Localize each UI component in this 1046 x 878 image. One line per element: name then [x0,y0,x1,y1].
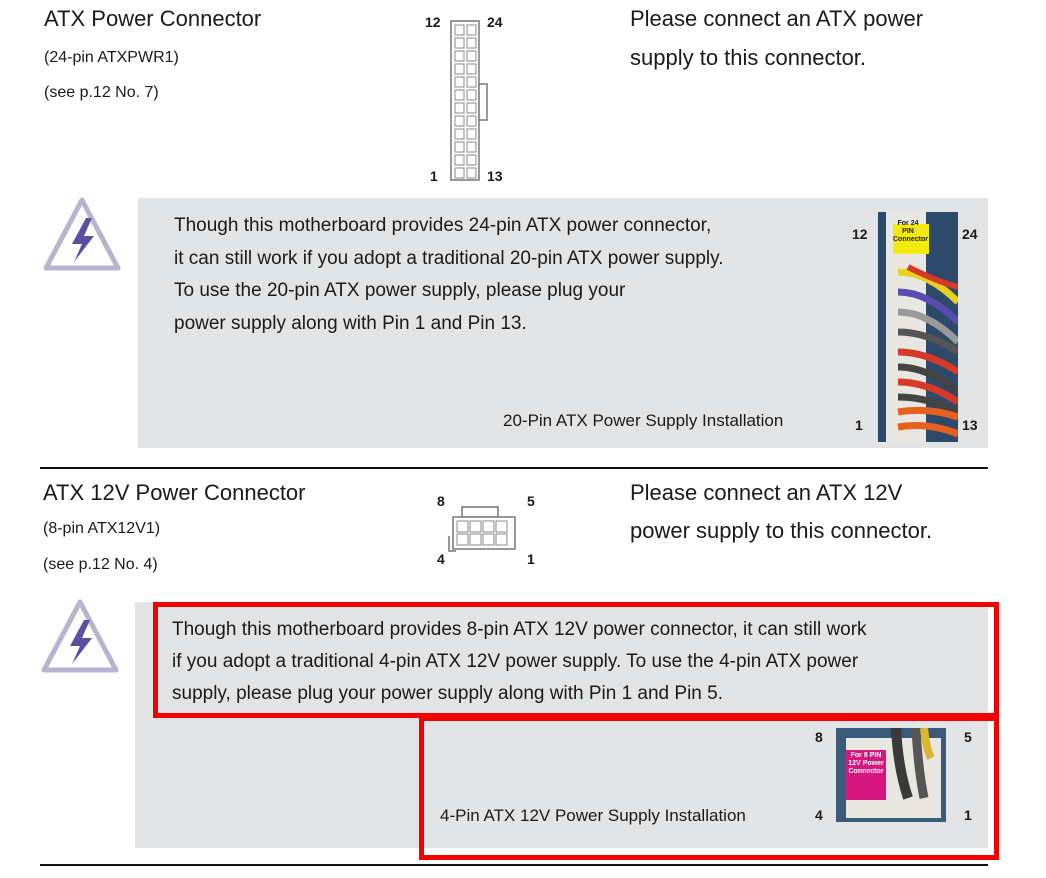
pin-label: 24 [487,14,503,30]
pin-label: 12 [852,226,868,242]
pin [466,167,477,179]
pin-label: 5 [964,729,972,745]
pin [454,115,465,127]
pin [466,50,477,62]
section-subtitle: (24-pin ATXPWR1) [44,49,179,66]
pin [454,102,465,114]
highlight-box [419,716,999,860]
pin [454,37,465,49]
pin-label: 1 [430,168,438,184]
section-reference: (see p.12 No. 7) [44,84,159,101]
section-reference: (see p.12 No. 4) [43,556,158,573]
pin [454,89,465,101]
photo-sticker-text: For 24 PIN Connector [893,220,928,243]
note-box [138,198,988,448]
connector-8pin-shape [448,506,516,552]
section-description: supply to this connector. [630,45,867,70]
warning-icon [40,598,120,679]
section-title: ATX 12V Power Connector [43,480,306,505]
note-text: Though this motherboard provides 8-pin A… [172,619,867,704]
section-description: Please connect an ATX power [630,6,924,31]
section-subtitle: (8-pin ATX12V1) [43,520,161,537]
pin-label: 4 [815,807,823,823]
pin [466,63,477,75]
pin-label: 1 [964,807,972,823]
highlight-box [153,602,999,718]
pin-label: 24 [962,226,978,242]
pin-label: 1 [527,551,535,567]
section-description: Please connect an ATX 12V [630,480,903,505]
pin [466,89,477,101]
pin [454,24,465,36]
pin [454,141,465,153]
section-title: ATX Power Connector [44,6,262,31]
note-text: Though this motherboard provides 24-pin … [174,215,724,334]
pin-label: 8 [437,493,445,509]
pin-label: 13 [962,417,978,433]
pin [466,128,477,140]
pin [466,154,477,166]
pin [466,24,477,36]
pin [454,63,465,75]
pin [454,128,465,140]
photo-caption: 20-Pin ATX Power Supply Installation [503,411,784,430]
pin-label: 8 [815,729,823,745]
pin [454,50,465,62]
pin [466,141,477,153]
section-divider [40,864,988,866]
pin-label: 5 [527,493,535,509]
pin [466,115,477,127]
pin-label: 1 [855,417,863,433]
section-divider [40,467,988,469]
section-description: power supply to this connector. [630,518,933,543]
photo-8pin [836,728,946,822]
pin [454,76,465,88]
photo-sticker-text: For 8 PIN 12V Power Connector [848,752,884,775]
pin [466,76,477,88]
pin [454,167,465,179]
pin-label: 13 [487,168,503,184]
pin [466,37,477,49]
pin [454,154,465,166]
pin-label: 12 [425,14,441,30]
pin-label: 4 [437,551,445,567]
photo-caption: 4-Pin ATX 12V Power Supply Installation [440,806,746,825]
pin [466,102,477,114]
warning-icon [42,196,122,277]
photo-24pin [878,212,958,442]
connector-24pin-shape [450,20,488,181]
